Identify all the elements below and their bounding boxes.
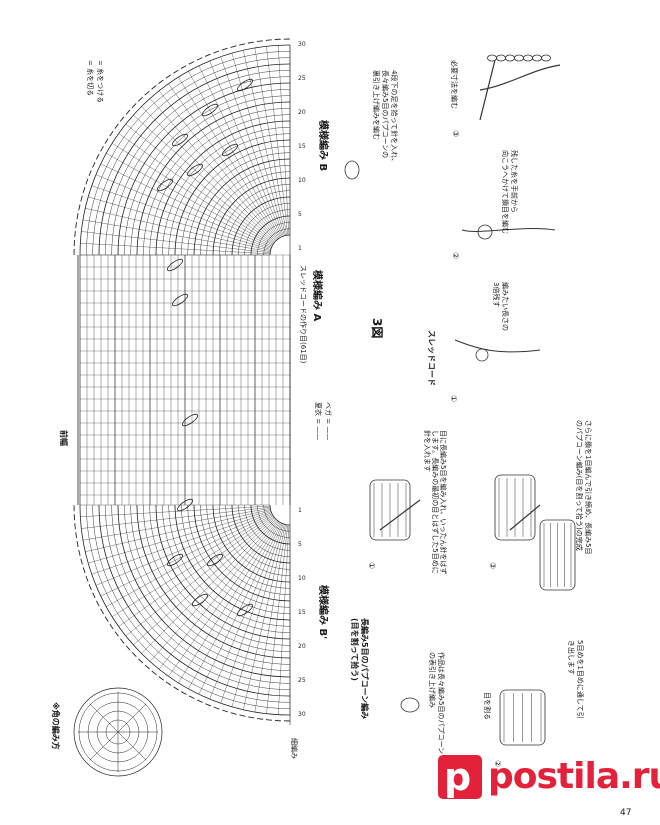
puff-step2-text-1: 作品は長々編み5目のパプコーン [437, 652, 445, 755]
note-b-line3: 裏引き上げ編みを編む [372, 70, 380, 140]
row-number-bottom: 10 [298, 575, 306, 582]
thread-step1-1: 編みたい長さの [501, 282, 509, 331]
thread-step1-2: 3倍残す [492, 282, 500, 308]
puff-title-2: (目を割って拾う) [350, 618, 359, 681]
bottom-left-label: 細編み [290, 738, 298, 759]
pattern-a-label: 模様編み A [311, 270, 322, 322]
puff-step3-text-2: き出します [567, 640, 575, 675]
row-number-top: 15 [298, 143, 306, 150]
corner-label: ※角の編み方 [51, 702, 60, 750]
corner-diagram [73, 687, 163, 777]
puff-title-1: 長編み5目のパプコーン編み [360, 618, 369, 720]
thread-step2-1: 残した糸を手前から [510, 150, 518, 213]
puff-num-3: ③ [488, 562, 497, 570]
note-b-line1: 4段下の足を拾って針を入れ、 [390, 70, 398, 166]
row-number-bottom: 5 [298, 541, 302, 548]
svg-text:p: p [444, 755, 471, 799]
puff-step3-text-1: 5目めを1目めに通して引 [576, 640, 584, 719]
puff-split-tag: 目を割る [483, 692, 491, 720]
thread-num-2: ② [451, 252, 460, 260]
figure-title: 3図 [370, 318, 384, 339]
row-number-bottom: 20 [298, 643, 306, 650]
row-number-top: 5 [298, 211, 302, 218]
pattern-b-label: 模様編み B [317, 120, 328, 172]
row-number-top: 20 [298, 109, 306, 116]
front-width-label: 前幅 [59, 430, 68, 446]
row-number-top: 30 [298, 41, 306, 48]
legend-cut: = 糸を切る [86, 60, 94, 97]
page-number: 47 [620, 808, 632, 818]
note-b-line2: 長々編み5目のパプコーンの [381, 70, 389, 159]
puff-step4-text-1: さらに鎖を1目編んで引き締め、長編み5目 [584, 420, 592, 555]
row-number-bottom: 1 [298, 507, 302, 514]
legend-natsu: 夏衣 = —— [314, 402, 322, 441]
row-number-top: 1 [298, 245, 302, 252]
row-number-bottom: 30 [298, 711, 306, 718]
thread-title: スレッドコード [427, 330, 436, 386]
row-number-top: 25 [298, 75, 306, 82]
puff-step2-text-2: の表引き上げ編み [428, 652, 436, 708]
row-number-bottom: 15 [298, 609, 306, 616]
puff-step1-text: 目に長編み5目を編み入れ、いったん針をはずします。長編みの最初の目とはずした5目… [422, 430, 447, 575]
thread-step3: 必要寸法を編む [450, 60, 458, 109]
row-number-bottom: 25 [298, 677, 306, 684]
puff-step4-text-2: のパプコーン編み(目を割って拾う)の完成 [575, 420, 583, 551]
postila-logo: p [438, 755, 482, 799]
thread-num-1: ① [449, 395, 458, 403]
puff-num-1: ① [367, 562, 376, 570]
thread-step2-2: 向こうへかけて鎖目を編む [501, 150, 509, 234]
legend-attach: = 糸をつける [96, 60, 104, 104]
cord-chain-label: スレッドコードの作り目(61目) [299, 265, 307, 364]
legend-vega: ベガ = —— [324, 402, 332, 441]
pattern-b-prime-label: 模様編み B' [317, 585, 328, 640]
thread-num-3: ③ [451, 130, 460, 138]
row-number-top: 10 [298, 177, 306, 184]
postila-logo-text: postila.ru [488, 756, 660, 797]
